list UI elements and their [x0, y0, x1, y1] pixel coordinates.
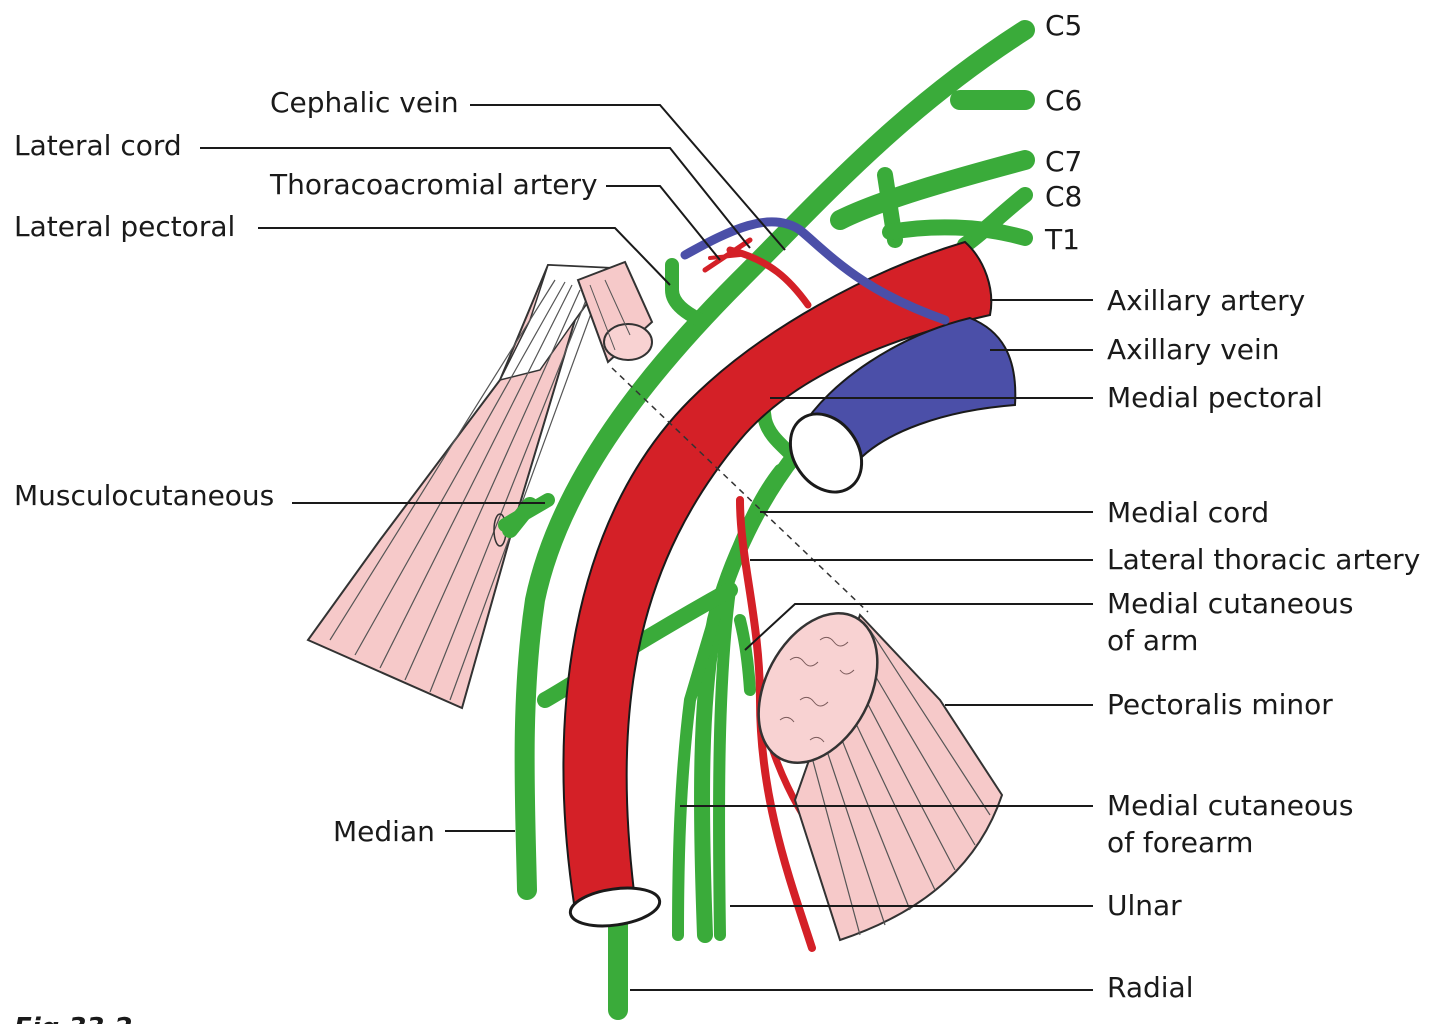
label-musculocutaneous: Musculocutaneous — [14, 479, 274, 512]
label-medial-cutaneous-arm-2: of arm — [1107, 624, 1198, 657]
label-axillary-artery: Axillary artery — [1107, 284, 1305, 317]
label-medial-cutaneous-forearm-2: of forearm — [1107, 826, 1253, 859]
label-ulnar: Ulnar — [1107, 889, 1182, 922]
label-c8: C8 — [1045, 180, 1082, 213]
dashed-guide — [611, 367, 869, 613]
axillary-artery — [562, 240, 993, 928]
label-t1: T1 — [1044, 223, 1080, 256]
label-c6: C6 — [1045, 84, 1082, 117]
thoracoacromial-artery — [702, 237, 812, 309]
label-lateral-cord: Lateral cord — [14, 129, 182, 162]
leader-lines-right — [630, 299, 1093, 991]
figure-label: Fig 33.2 — [14, 1013, 133, 1024]
label-medial-pectoral: Medial pectoral — [1107, 381, 1323, 414]
label-axillary-vein: Axillary vein — [1107, 333, 1280, 366]
pectoralis-minor-upper — [306, 260, 654, 710]
pectoralis-minor-lower — [757, 612, 1004, 942]
label-c5: C5 — [1045, 9, 1082, 42]
label-thoracoacromial-artery: Thoracoacromial artery — [269, 168, 598, 201]
label-lateral-thoracic-artery: Lateral thoracic artery — [1107, 543, 1420, 576]
label-lateral-pectoral: Lateral pectoral — [14, 210, 235, 243]
leader-lines-left — [200, 104, 786, 832]
label-radial: Radial — [1107, 971, 1194, 1004]
axillary-vein — [788, 316, 1017, 494]
label-medial-cutaneous-forearm-1: Medial cutaneous — [1107, 789, 1354, 822]
label-cephalic-vein: Cephalic vein — [270, 86, 459, 119]
label-medial-cord: Medial cord — [1107, 496, 1269, 529]
label-c7: C7 — [1045, 145, 1082, 178]
lateral-cord — [498, 20, 1035, 900]
label-median: Median — [333, 815, 435, 848]
cephalic-vein — [680, 217, 950, 325]
label-medial-cutaneous-arm-1: Medial cutaneous — [1107, 587, 1354, 620]
label-pectoralis-minor: Pectoralis minor — [1107, 688, 1333, 721]
